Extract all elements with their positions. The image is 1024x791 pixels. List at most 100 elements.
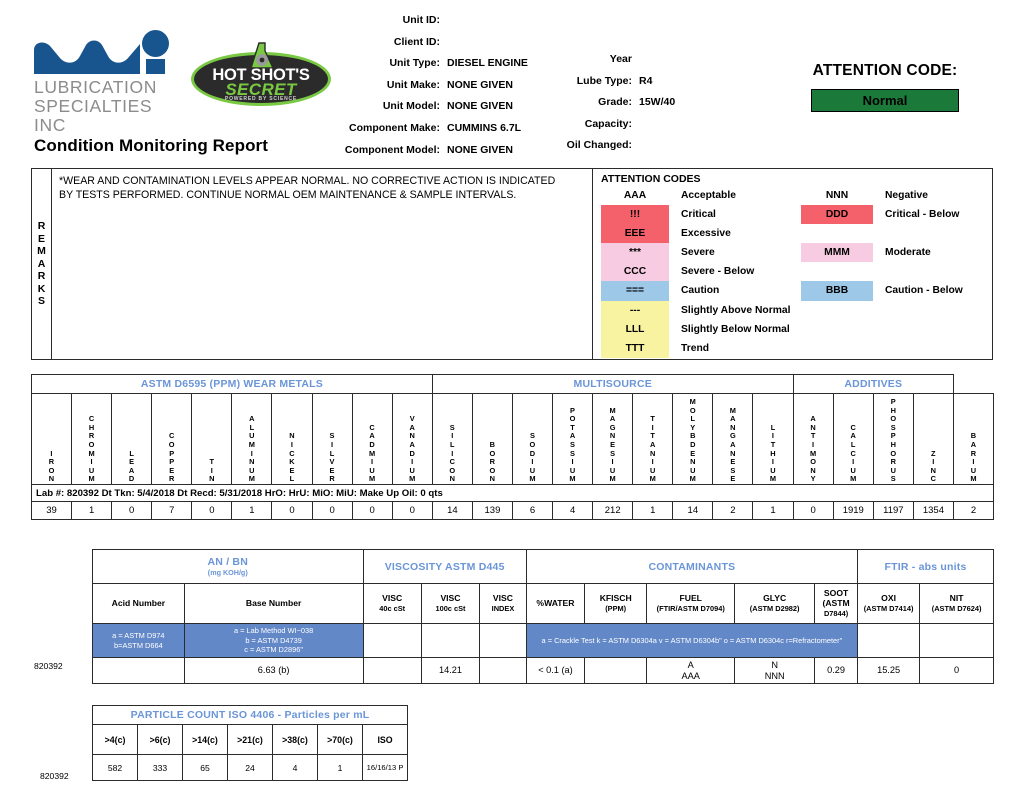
chem-column-header: OXI(ASTM D7414) — [856, 583, 921, 624]
legend-description — [873, 301, 885, 320]
hot-shots-secret-logo: HOT SHOT'S SECRET POWERED BY SCIENCE — [186, 40, 336, 108]
legend-code: NNN — [801, 185, 873, 205]
legend-row: NNN Negative — [801, 185, 1001, 205]
legend-code: DDD — [801, 204, 873, 224]
metals-group-header: MULTISOURCE — [431, 374, 794, 394]
meta-field-value: R4 — [639, 74, 653, 87]
metals-value-cell: 1197 — [872, 501, 914, 520]
legend-code — [801, 262, 873, 282]
legend-description: Negative — [885, 189, 928, 201]
legend-row — [801, 339, 1001, 359]
lubrication-specialties-logo: LUBRICATION SPECIALTIES INC — [34, 26, 184, 135]
lab-info-text: Lab #: 820392 Dt Tkn: 5/4/2018 Dt Recd: … — [30, 484, 995, 502]
metals-value-cell: 0 — [792, 501, 834, 520]
meta-field: Unit Make:NONE GIVEN — [300, 75, 560, 97]
meta-field-label: Component Make: — [348, 121, 440, 134]
attention-code-section: ATTENTION CODE: Normal — [770, 62, 1000, 112]
metals-value-cell: 0 — [311, 501, 353, 520]
legend-description — [873, 320, 885, 339]
remarks-body: *WEAR AND CONTAMINATION LEVELS APPEAR NO… — [52, 169, 992, 359]
chem-value-cell — [584, 657, 648, 684]
legend-code — [801, 300, 873, 320]
legend-code: --- — [601, 300, 669, 320]
brand-tagline: POWERED BY SCIENCE — [224, 96, 298, 102]
metals-value-cell: 39 — [30, 501, 73, 520]
chem-column-header: FUEL(FTIR/ASTM D7094) — [646, 583, 736, 624]
chem-value-cell: 14.21 — [420, 657, 481, 684]
remarks-text: *WEAR AND CONTAMINATION LEVELS APPEAR NO… — [59, 175, 556, 201]
meta-field: Component Model:NONE GIVEN — [300, 140, 560, 162]
particle-count-table: PARTICLE COUNT ISO 4406 - Particles per … — [40, 705, 409, 781]
meta-field-value — [632, 114, 639, 136]
legend-row: BBB Caution - Below — [801, 281, 1001, 301]
company-name-line2: SPECIALTIES INC — [34, 96, 153, 135]
metals-value-cell: 1919 — [832, 501, 874, 520]
legend-code: BBB — [801, 281, 873, 301]
metals-value-cell: 1 — [632, 501, 674, 520]
chem-column-header: Base Number — [183, 583, 364, 624]
particle-count-title: PARTICLE COUNT ISO 4406 - Particles per … — [91, 705, 409, 725]
metals-value-cell: 0 — [191, 501, 233, 520]
meta-field-label: Oil Changed: — [566, 139, 632, 152]
chem-value-cell — [362, 657, 422, 684]
meta-field-value: NONE GIVEN — [447, 100, 513, 113]
attention-codes-title: ATTENTION CODES — [601, 172, 701, 185]
chem-value-cell: 15.25 — [856, 657, 921, 684]
metals-value-cell: 2 — [952, 501, 995, 520]
chem-value-cell — [92, 657, 185, 684]
flask-icon — [250, 42, 275, 69]
meta-field-value: DIESEL ENGINE — [447, 57, 528, 70]
legend-description: Slightly Above Normal — [681, 304, 791, 316]
particle-value-cell: 582 — [92, 754, 138, 781]
metals-value-cell: 1 — [231, 501, 273, 520]
meta-field: Oil Changed: — [560, 135, 730, 157]
legend-description: Caution - Below — [885, 285, 963, 297]
meta-field-value: NONE GIVEN — [447, 143, 513, 156]
meta-field: Grade:15W/40 — [560, 92, 730, 114]
chem-value-cell: 6.63 (b) — [183, 657, 364, 684]
legend-code: === — [601, 281, 669, 301]
metals-value-cell: 139 — [471, 501, 513, 520]
legend-row: !!!Critical — [601, 204, 796, 224]
meta-field-label: Unit Type: — [389, 57, 440, 70]
meta-field-label: Client ID: — [393, 35, 440, 48]
meta-field-value — [440, 32, 447, 54]
legend-description: Severe - Below — [681, 266, 755, 278]
meta-field: Lube Type:R4 — [560, 71, 730, 93]
particle-value-cell: 24 — [227, 754, 273, 781]
legend-description: Critical - Below — [885, 208, 960, 220]
particle-column-header: ISO — [361, 724, 409, 755]
method-empty-cell — [479, 623, 527, 658]
meta-field-label: Capacity: — [584, 117, 632, 130]
metals-value-cell: 1 — [71, 501, 113, 520]
chem-value-cell — [479, 657, 527, 684]
chem-value-cell: 0.29 — [814, 657, 858, 684]
metals-value-cell: 1 — [752, 501, 794, 520]
